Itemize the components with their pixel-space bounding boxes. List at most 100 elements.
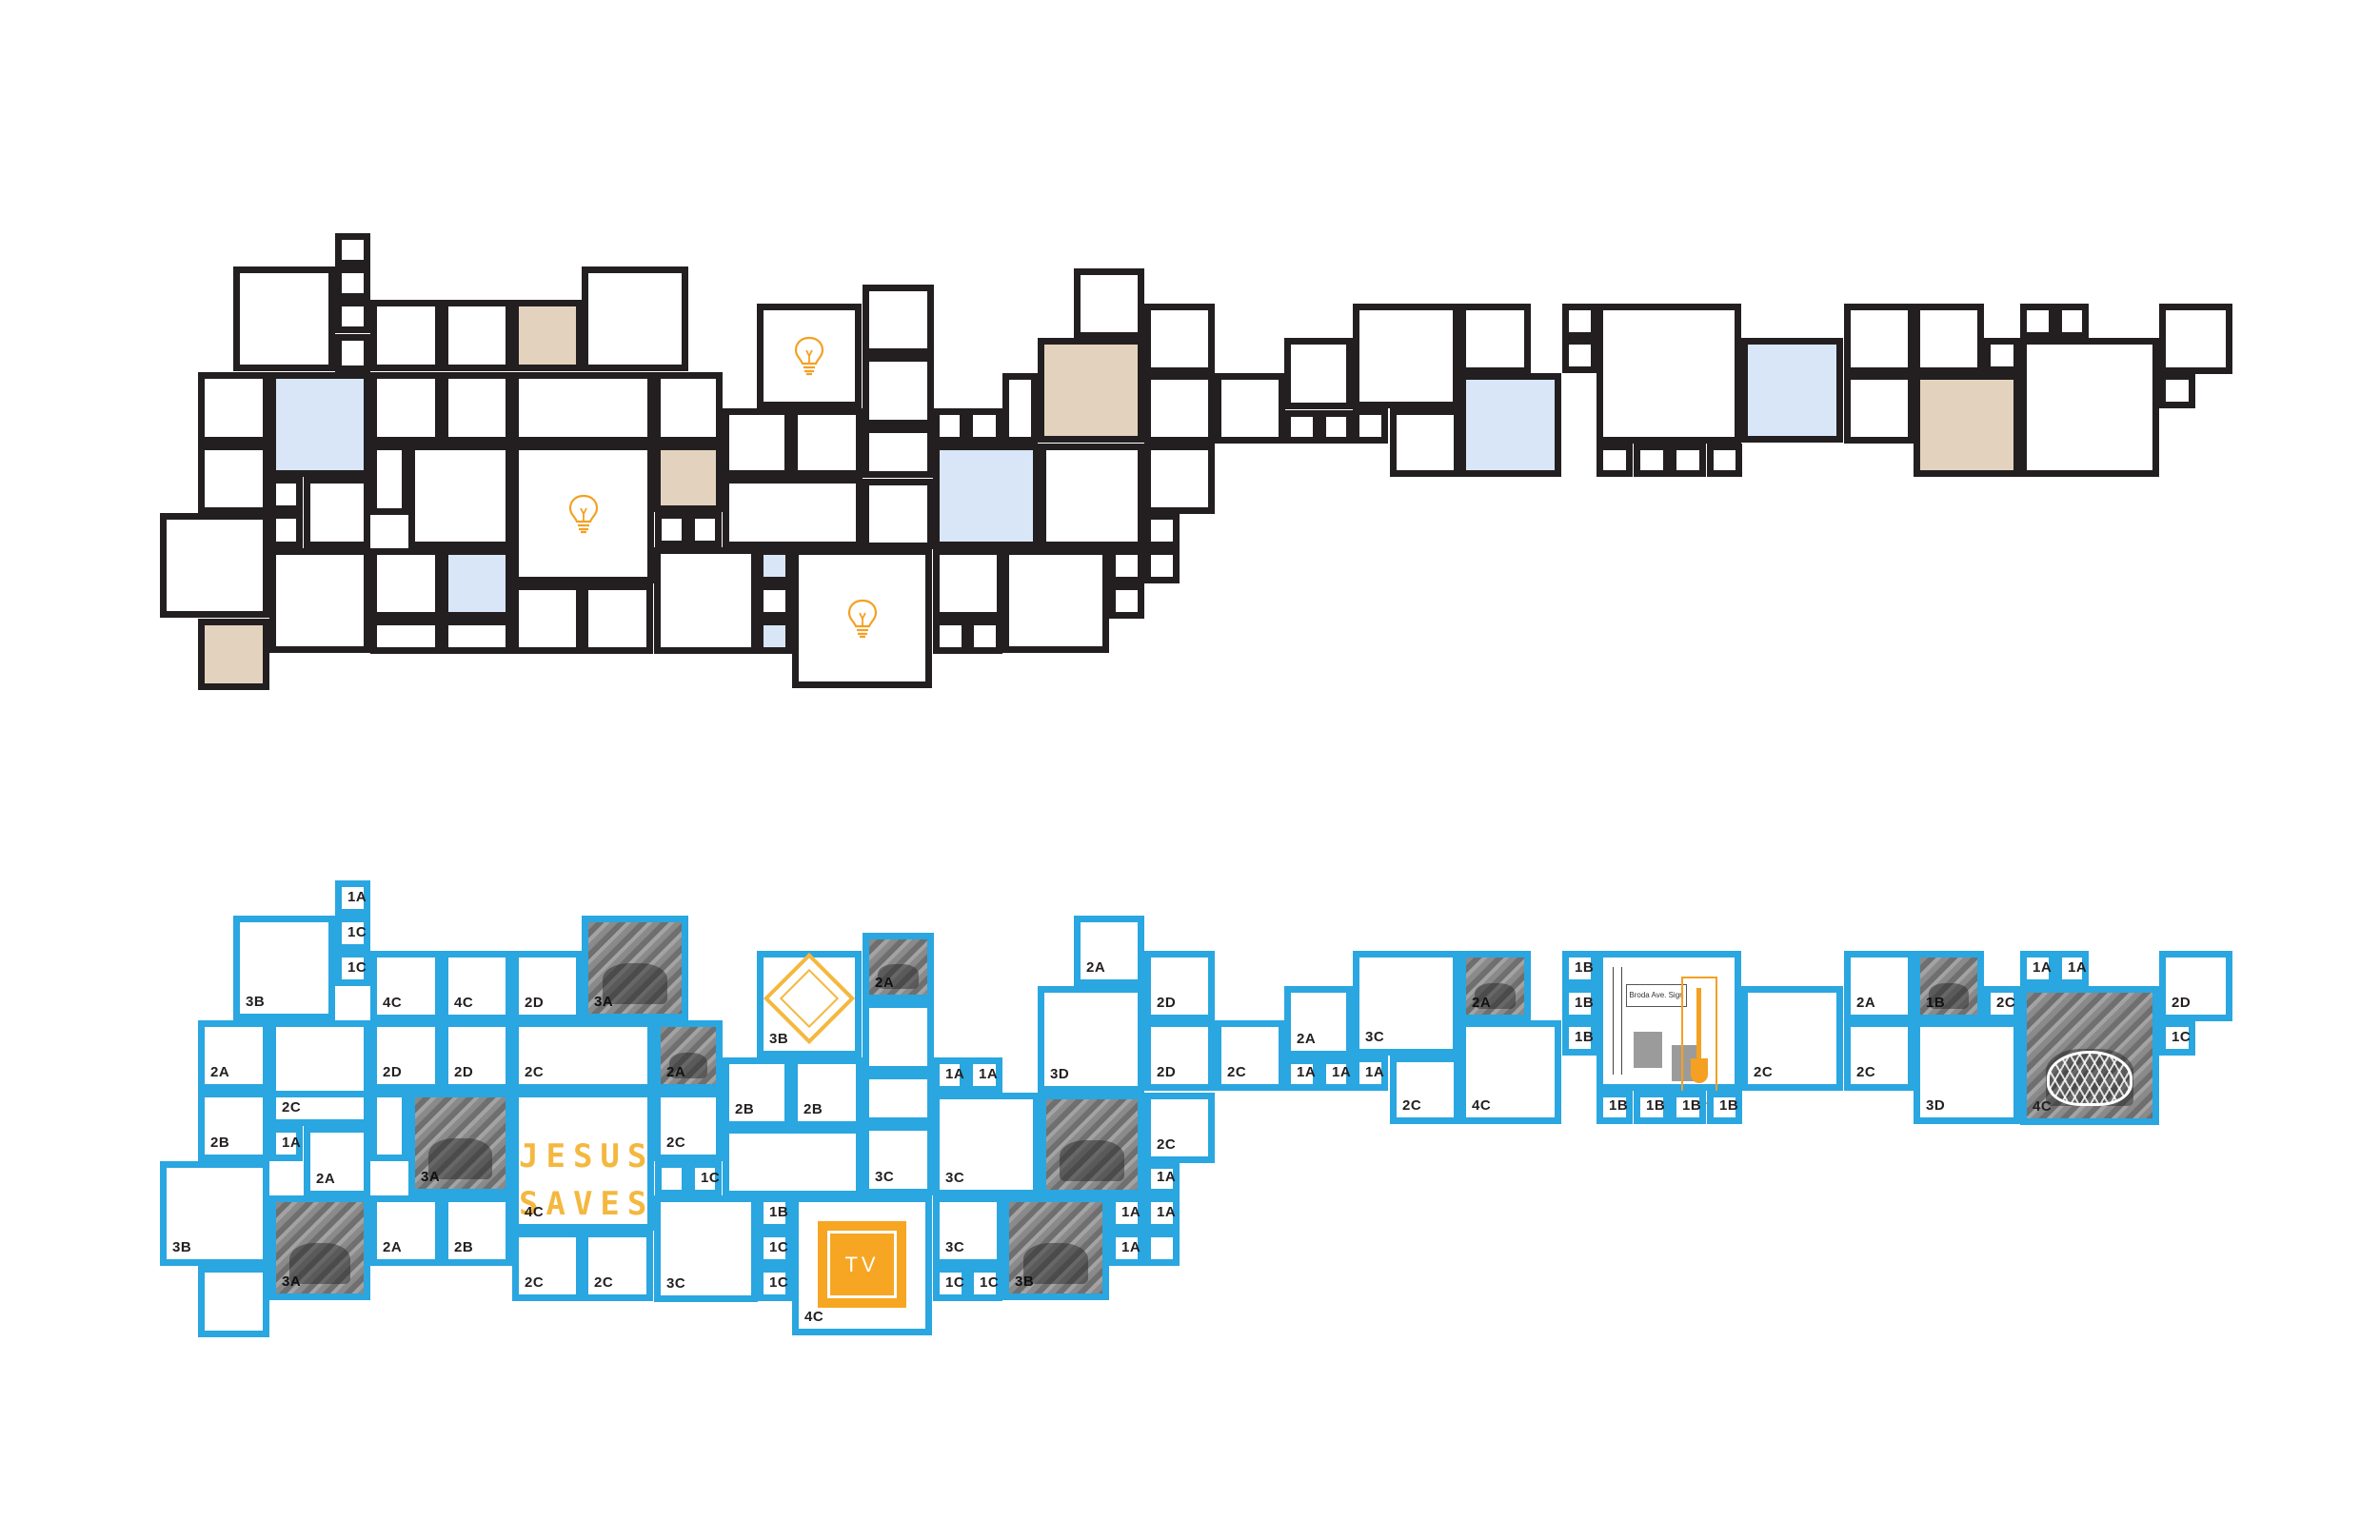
grid-cell <box>863 479 934 549</box>
photo-tile: 3A <box>408 1091 512 1195</box>
label-cell: 2B <box>442 1195 512 1266</box>
cell-code-label: 3A <box>282 1273 302 1290</box>
grid-cell <box>654 547 758 654</box>
grid-cell <box>582 583 653 654</box>
cell-code-label: 3C <box>945 1239 965 1255</box>
grid-cell <box>723 477 863 548</box>
cell-code-label: 2B <box>210 1135 230 1151</box>
label-cell: 3B <box>160 1161 269 1266</box>
photo-tile: 2A <box>654 1020 723 1091</box>
grid-cell <box>442 372 512 444</box>
grid-cell <box>1284 338 1353 409</box>
cell-code-label: 1B <box>1926 995 1946 1011</box>
fill-cell-blue <box>1741 338 1843 443</box>
cell-code-label: 4C <box>383 995 403 1011</box>
fill-cell-blue <box>757 548 792 583</box>
grid-cell <box>1597 304 1741 444</box>
grid-cell <box>1597 444 1633 477</box>
diamond-tile: 3B <box>757 951 862 1057</box>
label-cell: 1A <box>966 1057 1002 1093</box>
photo-thumbnail <box>1009 1202 1102 1293</box>
grid-cell <box>655 512 688 547</box>
label-cell: 1B <box>1707 1091 1742 1124</box>
label-cell: 2D <box>2159 951 2232 1021</box>
cell-code-label: 1A <box>1332 1064 1352 1080</box>
grid-cell <box>335 233 370 267</box>
grid-cell <box>933 548 1003 619</box>
grid-cell <box>2020 338 2159 477</box>
grid-cell <box>335 267 370 300</box>
label-cell: 1C <box>335 951 370 986</box>
grid-cell <box>1844 304 1914 374</box>
cell-code-label: 3B <box>172 1239 192 1255</box>
fill-cell-blue <box>757 619 792 654</box>
label-cell <box>370 1091 408 1161</box>
grid-cell <box>1844 373 1914 444</box>
label-cell: 2A <box>370 1195 442 1266</box>
grid-cell <box>1459 304 1531 374</box>
cell-code-label: 3C <box>1365 1029 1385 1045</box>
lightbulb-icon <box>847 599 877 638</box>
label-cell: 1A <box>335 880 370 916</box>
lightbulb-icon <box>568 494 598 533</box>
grid-cell <box>233 267 335 371</box>
cell-code-label: 2A <box>383 1239 403 1255</box>
cell-code-label: 2C <box>525 1064 545 1080</box>
cell-code-label: 2A <box>1086 959 1106 976</box>
cell-code-label: 1C <box>769 1274 789 1291</box>
cell-code-label: 2A <box>316 1171 336 1187</box>
cell-code-label: 1C <box>945 1274 965 1291</box>
grid-cell <box>863 285 934 355</box>
label-cell: 2D <box>512 951 583 1021</box>
grid-cell <box>582 267 688 371</box>
grid-cell <box>1002 373 1038 444</box>
fill-cell-blue <box>269 372 370 477</box>
fill-cell-tan <box>1914 373 2020 477</box>
cell-code-label: 1C <box>347 959 367 976</box>
grid-cell <box>723 408 791 477</box>
cell-code-label: 1C <box>980 1274 1000 1291</box>
cell-code-label: 3C <box>945 1170 965 1186</box>
label-cell <box>655 1161 688 1196</box>
label-cell: 1B <box>1562 951 1597 986</box>
cell-code-label: 1B <box>1719 1097 1739 1114</box>
grid-cell <box>370 548 442 619</box>
cell-code-label: 1A <box>1121 1239 1141 1255</box>
label-cell: 1B <box>1634 1091 1670 1124</box>
grid-cell <box>1284 410 1319 444</box>
cell-code-label: 1B <box>1609 1097 1629 1114</box>
cell-code-label: 2C <box>594 1274 614 1291</box>
cell-code-label: 1A <box>1365 1064 1385 1080</box>
cell-code-label: 1A <box>2033 959 2053 976</box>
photo-tile: 2A <box>1459 951 1531 1021</box>
cell-code-label: 1C <box>2172 1029 2192 1045</box>
label-cell <box>863 1073 934 1124</box>
grid-cell <box>442 619 512 654</box>
photo-thumbnail <box>1920 958 1977 1015</box>
label-cell: 1B <box>1562 986 1597 1021</box>
label-cell: 1A <box>933 1057 966 1093</box>
fill-cell-blue <box>1459 373 1561 477</box>
photo-thumbnail <box>1046 1099 1138 1190</box>
cell-code-label: 2D <box>1157 995 1177 1011</box>
label-cell: 2A <box>198 1020 269 1091</box>
grid-cell <box>1144 444 1215 514</box>
photo-tile: 3A <box>582 916 688 1020</box>
cell-code-label: 2C <box>1996 995 2016 1011</box>
label-cell: 2B <box>791 1057 863 1128</box>
label-cell: 4C <box>442 951 512 1021</box>
cell-code-label: 3C <box>875 1169 895 1185</box>
sign-post <box>1613 967 1622 1075</box>
grid-cell <box>1144 304 1215 374</box>
lightbulb-icon <box>794 336 824 376</box>
cell-code-label: 2D <box>2172 995 2192 1011</box>
cell-code-label: 2D <box>454 1064 474 1080</box>
label-cell: 2C <box>1215 1020 1285 1091</box>
label-cell: 2C <box>1984 986 2020 1021</box>
grid-cell <box>442 300 512 371</box>
grid-cell <box>967 619 1002 654</box>
label-cell: 2D <box>1144 951 1215 1021</box>
photo-thumbnail <box>415 1097 506 1189</box>
grid-cell <box>654 372 723 444</box>
